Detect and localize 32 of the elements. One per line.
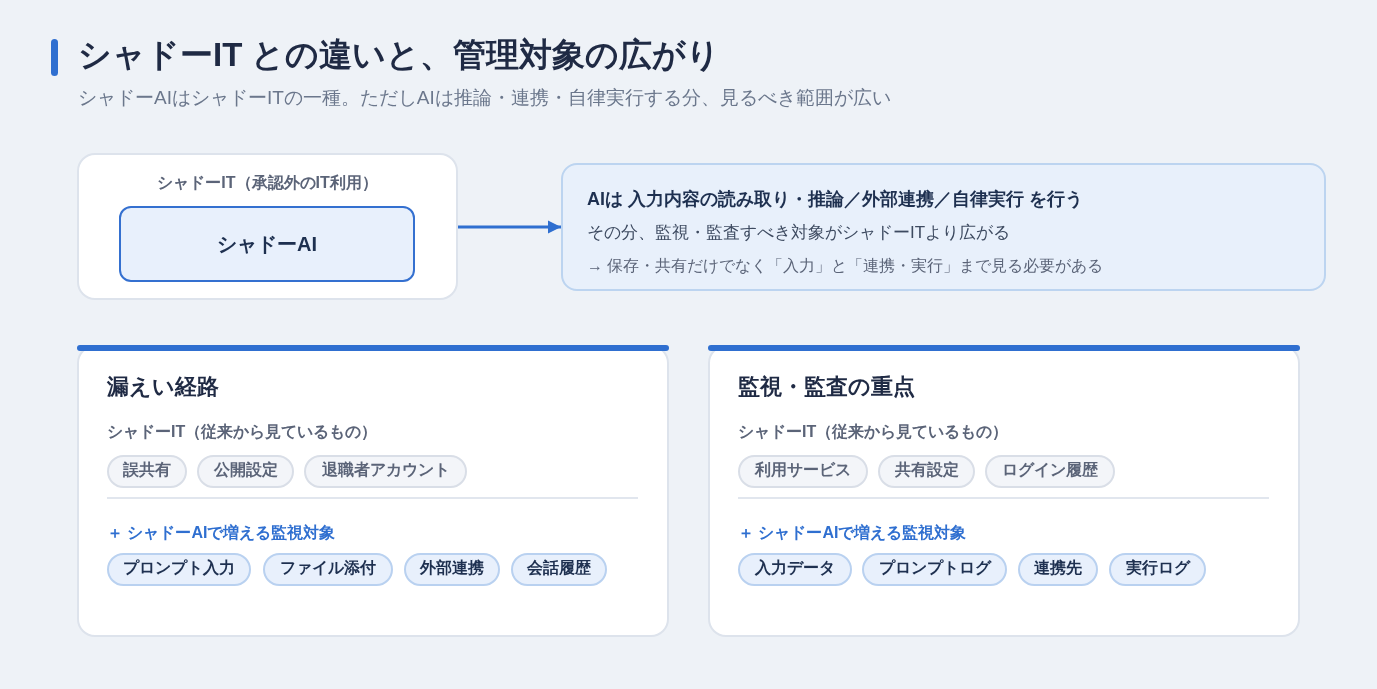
box-heading: シャドーIT（承認外のIT利用） — [156, 173, 379, 193]
section-label: シャドーIT（従来から見ているもの） — [107, 422, 378, 442]
tag: 実行ログ — [1109, 553, 1206, 586]
card — [708, 345, 1300, 637]
section-label: シャドーIT（従来から見ているもの） — [738, 422, 1009, 442]
card-heading: 監視・監査の重点 — [738, 373, 915, 401]
section-label: ＋ シャドーAIで増える監視対象 — [738, 523, 967, 543]
tag: ファイル添付 — [263, 553, 393, 586]
highlight-box: シャドーAI — [119, 206, 415, 282]
tag: プロンプトログ — [862, 553, 1007, 586]
group-box — [77, 153, 458, 300]
info-text: その分、監視・監査すべき対象がシャドーITより広がる — [587, 222, 1011, 244]
section-label: ＋ シャドーAIで増える監視対象 — [107, 523, 336, 543]
tag: 外部連携 — [404, 553, 500, 586]
tag: 入力データ — [738, 553, 852, 586]
tag: 連携先 — [1018, 553, 1098, 586]
tag: 退職者アカウント — [304, 455, 467, 488]
arrow — [458, 220, 561, 234]
info-heading: AIは 入力内容の読み取り・推論／外部連携／自律実行 を行う — [587, 188, 1083, 211]
subtitle: シャドーAIはシャドーITの一種。ただしAIは推論・連携・自律実行する分、見るべき範囲が広い — [78, 86, 891, 110]
title: シャドーIT との違いと、管理対象の広がり — [78, 35, 721, 75]
note-text: → 保存・共有だけでなく「入力」と「連携・実行」まで見る必要がある — [587, 256, 1104, 276]
tag: 利用サービス — [738, 455, 868, 488]
card-heading: 漏えい経路 — [107, 373, 219, 401]
card — [77, 345, 669, 637]
info-box — [561, 163, 1326, 291]
tag: プロンプト入力 — [107, 553, 251, 586]
tag: ログイン履歴 — [985, 455, 1115, 488]
tag: 公開設定 — [197, 455, 294, 488]
tag: 会話履歴 — [511, 553, 607, 586]
tag: 誤共有 — [107, 455, 187, 488]
tag: 共有設定 — [878, 455, 975, 488]
